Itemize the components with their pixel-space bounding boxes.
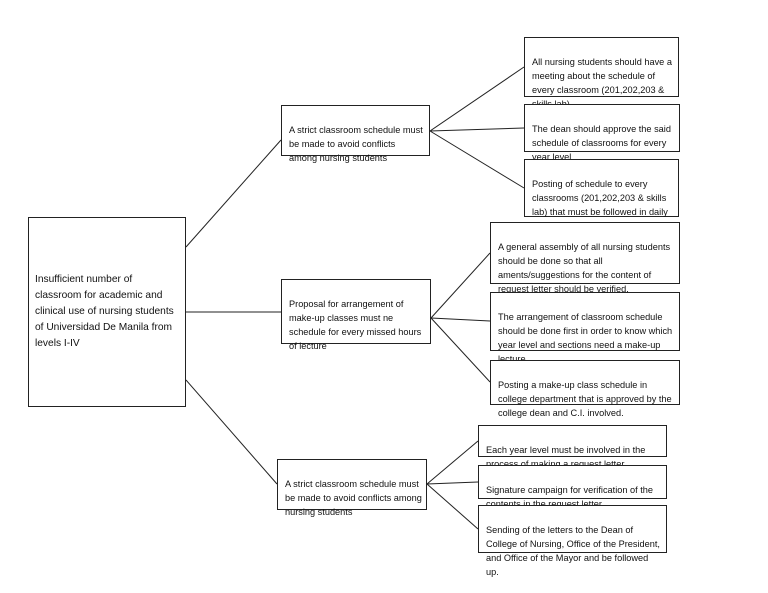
connector-branch-2-leaf-1 [430,252,491,319]
connector-branch-3-leaf-2 [426,481,479,485]
connector-branch-3-leaf-1 [426,440,479,485]
connector-branch-2-leaf-2 [430,317,491,322]
connector-root-branch-3 [185,379,278,485]
leaf-text: Sending of the letters to the Dean of Co… [486,525,660,577]
connector-branch-1-leaf-2 [429,127,525,132]
branch-3-box: A strict classroom schedule must be made… [277,459,427,517]
leaf-text: Signature campaign for verification of t… [486,485,653,509]
branch-2-leaf-1: A general assembly of all nursing studen… [490,222,680,294]
branch-2-leaf-2: The arrangement of classroom schedule sh… [490,292,680,364]
leaf-text: A general assembly of all nursing studen… [498,242,671,294]
branch-2-box: Proposal for arrangement of make-up clas… [281,279,431,351]
branch-3-leaf-1: Each year level must be involved in the … [478,425,667,469]
branch-3-leaf-3: Sending of the letters to the Dean of Co… [478,505,667,577]
root-problem-text: Insufficient number of classroom for aca… [35,274,174,349]
branch-2-leaf-3: Posting a make-up class schedule in coll… [490,360,680,418]
connector-root-branch-1 [185,139,282,248]
branch-1-leaf-2: The dean should approve the said schedul… [524,104,680,162]
leaf-text: The arrangement of classroom schedule sh… [498,312,673,364]
root-problem-box: Insufficient number of classroom for aca… [28,217,186,407]
branch-1-text: A strict classroom schedule must be made… [289,125,423,163]
connector-branch-3-leaf-3 [426,483,479,530]
leaf-text: Posting a make-up class schedule in coll… [498,380,672,418]
branch-3-leaf-2: Signature campaign for verification of t… [478,465,667,509]
connector-branch-2-leaf-3 [430,317,491,383]
branch-2-text: Proposal for arrangement of make-up clas… [289,299,422,351]
connector-branch-1-leaf-1 [429,66,525,132]
branch-1-leaf-1: All nursing students should have a meeti… [524,37,679,109]
branch-1-box: A strict classroom schedule must be made… [281,105,430,163]
leaf-text: Each year level must be involved in the … [486,445,646,469]
branch-3-text: A strict classroom schedule must be made… [285,479,422,517]
leaf-text: The dean should approve the said schedul… [532,124,671,162]
connector-branch-1-leaf-3 [429,130,525,189]
branch-1-leaf-3: Posting of schedule to every classrooms … [524,159,679,231]
